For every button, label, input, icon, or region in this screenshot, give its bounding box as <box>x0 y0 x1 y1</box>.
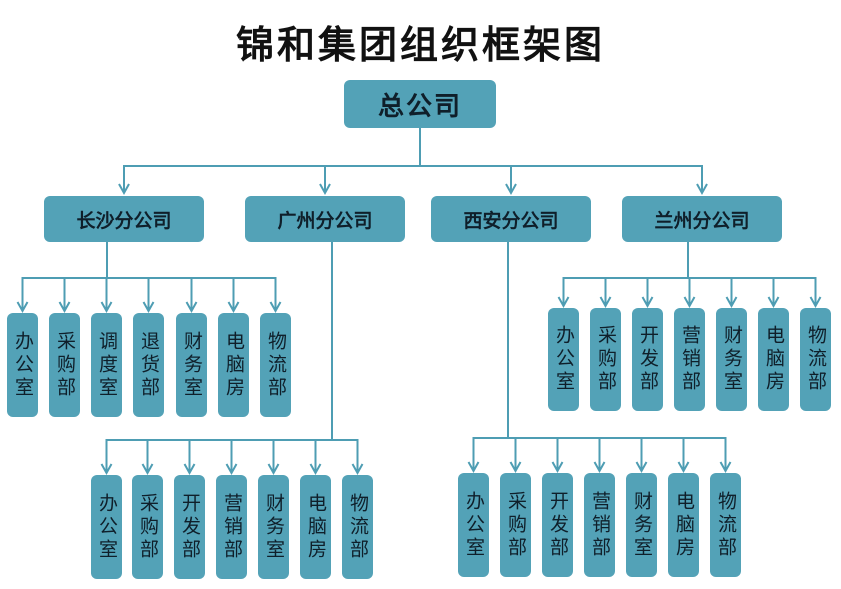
department-node: 物流部 <box>342 475 373 579</box>
department-node: 采购部 <box>590 308 621 411</box>
department-node: 物流部 <box>800 308 831 411</box>
department-node: 采购部 <box>49 313 80 417</box>
arrowhead <box>267 463 280 476</box>
department-node: 办公室 <box>91 475 122 579</box>
department-node: 营销部 <box>216 475 247 579</box>
department-node: 采购部 <box>132 475 163 579</box>
branch-node: 广州分公司 <box>245 196 405 242</box>
department-node: 办公室 <box>458 473 489 577</box>
branch-node: 西安分公司 <box>431 196 591 242</box>
arrowhead <box>509 461 522 474</box>
arrowhead <box>141 463 154 476</box>
arrowhead <box>809 296 822 309</box>
arrowhead <box>725 296 738 309</box>
arrowhead <box>593 461 606 474</box>
arrowhead <box>683 296 696 309</box>
arrowhead <box>351 463 364 476</box>
arrowhead <box>641 296 654 309</box>
arrowhead <box>58 301 71 314</box>
root-node: 总公司 <box>344 80 496 128</box>
department-node: 物流部 <box>710 473 741 577</box>
arrowhead <box>677 461 690 474</box>
arrowhead <box>269 301 282 314</box>
arrowhead <box>557 296 570 309</box>
department-node: 开发部 <box>542 473 573 577</box>
department-node: 财务室 <box>716 308 747 411</box>
arrowhead <box>16 301 29 314</box>
arrowhead <box>599 296 612 309</box>
arrowhead <box>183 463 196 476</box>
arrowhead <box>719 461 732 474</box>
arrowhead <box>142 301 155 314</box>
arrowhead <box>225 463 238 476</box>
arrowhead <box>309 463 322 476</box>
department-node: 调度室 <box>91 313 122 417</box>
department-node: 电脑房 <box>758 308 789 411</box>
department-node: 开发部 <box>632 308 663 411</box>
department-node: 采购部 <box>500 473 531 577</box>
arrowhead <box>100 301 113 314</box>
chart-title: 锦和集团组织框架图 <box>235 23 605 67</box>
arrowhead <box>227 301 240 314</box>
department-node: 营销部 <box>674 308 705 411</box>
branch-node: 兰州分公司 <box>622 196 782 242</box>
department-node: 退货部 <box>133 313 164 417</box>
department-node: 办公室 <box>7 313 38 417</box>
arrowhead <box>118 183 130 196</box>
department-node: 财务室 <box>626 473 657 577</box>
arrowhead <box>696 183 708 196</box>
department-node: 电脑房 <box>218 313 249 417</box>
arrowhead <box>767 296 780 309</box>
arrowhead <box>319 183 331 196</box>
department-node: 办公室 <box>548 308 579 411</box>
department-node: 电脑房 <box>668 473 699 577</box>
department-node: 财务室 <box>176 313 207 417</box>
arrowhead <box>185 301 198 314</box>
arrowhead <box>551 461 564 474</box>
arrowhead <box>635 461 648 474</box>
department-node: 物流部 <box>260 313 291 417</box>
branch-node: 长沙分公司 <box>44 196 204 242</box>
arrowhead <box>467 461 480 474</box>
department-node: 财务室 <box>258 475 289 579</box>
department-node: 营销部 <box>584 473 615 577</box>
arrowhead <box>505 183 517 196</box>
arrowhead <box>100 463 113 476</box>
department-node: 电脑房 <box>300 475 331 579</box>
department-node: 开发部 <box>174 475 205 579</box>
